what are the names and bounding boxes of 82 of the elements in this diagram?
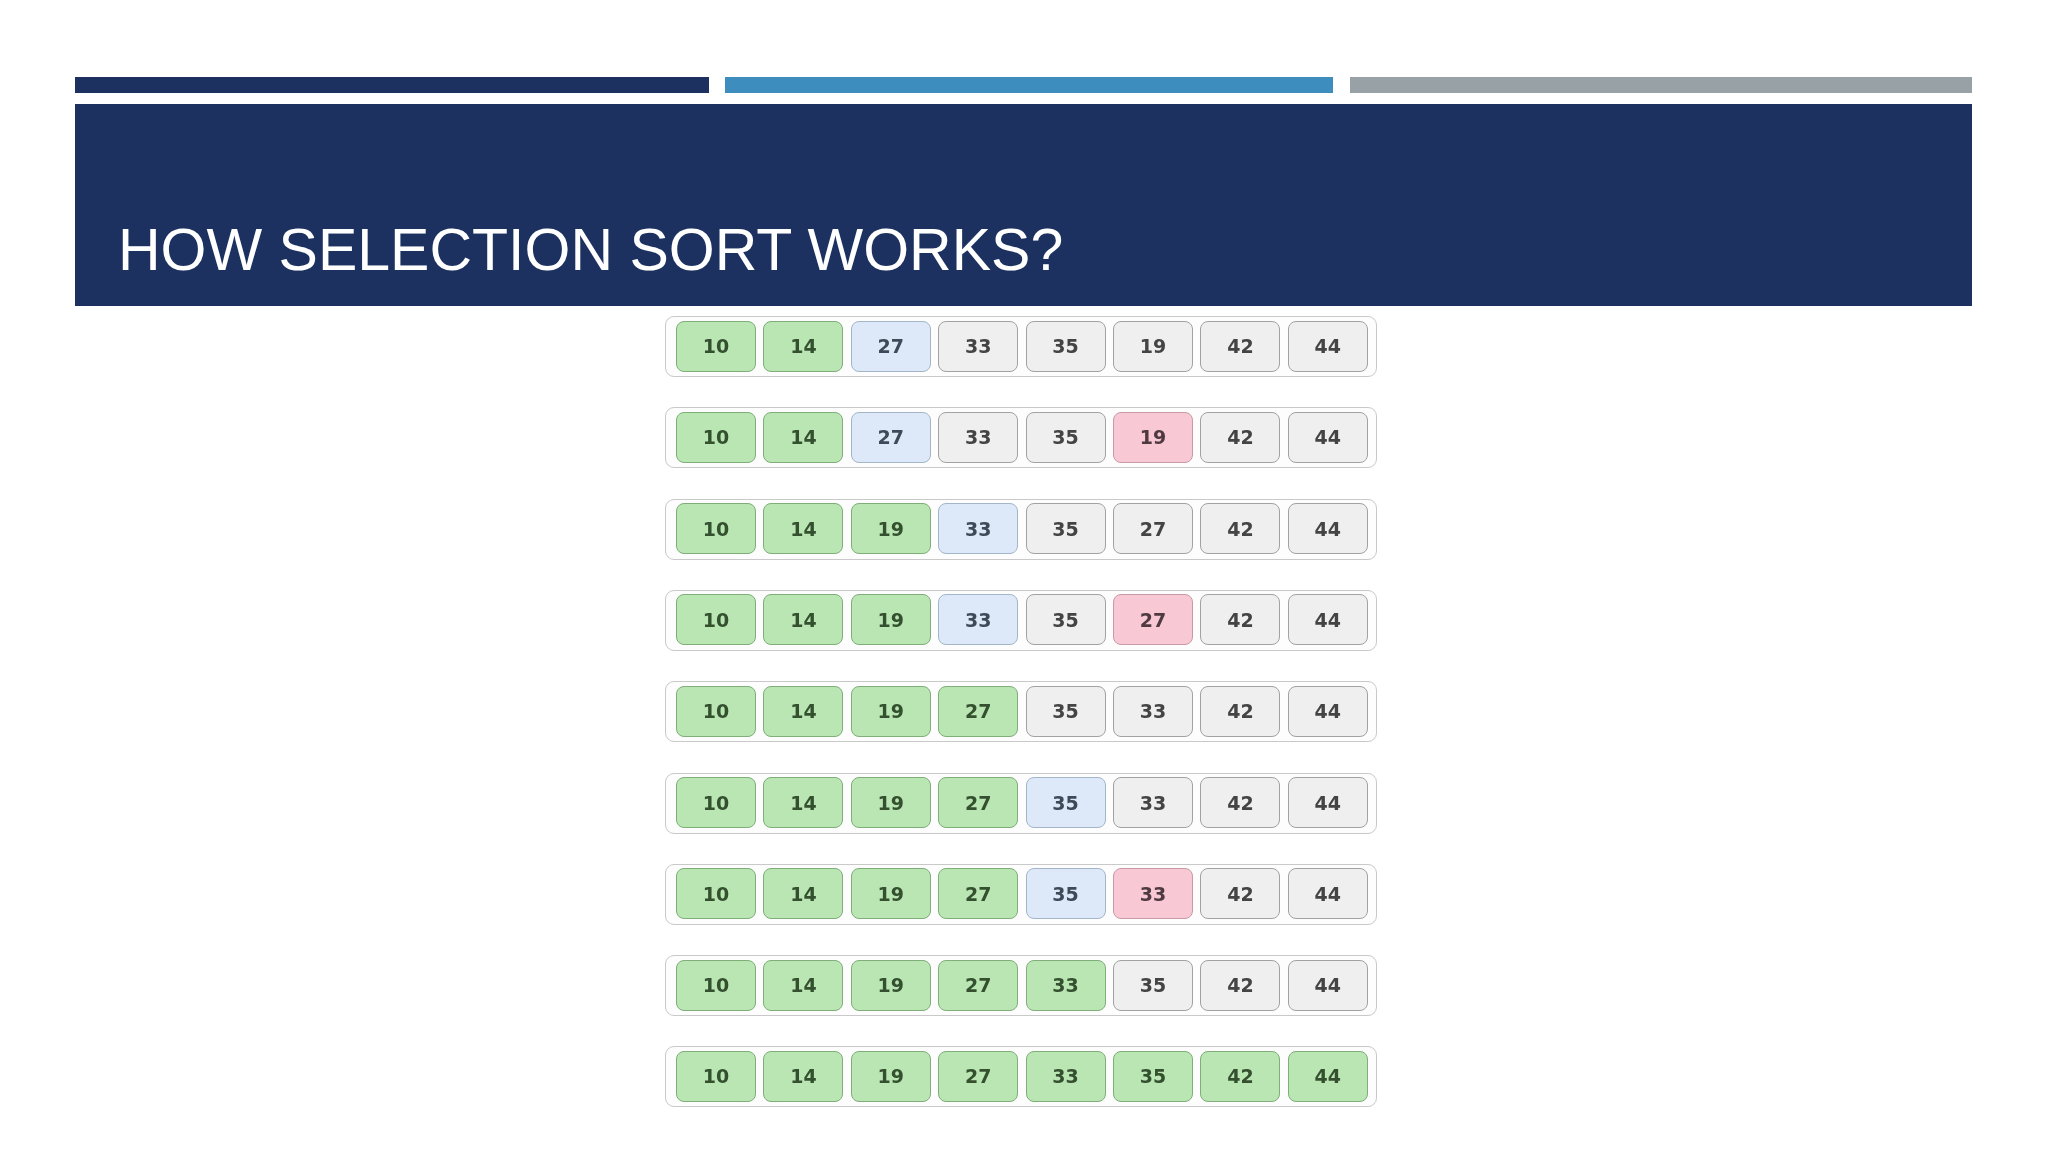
array-element: 42 bbox=[1200, 959, 1281, 1011]
array-element: 27 bbox=[938, 1050, 1019, 1102]
array-element: 35 bbox=[1025, 685, 1106, 737]
array-element: 19 bbox=[850, 503, 931, 555]
array-element: 44 bbox=[1287, 1050, 1368, 1102]
array-element: 19 bbox=[850, 777, 931, 828]
array-element: 14 bbox=[763, 959, 844, 1011]
array-element: 19 bbox=[850, 594, 931, 646]
array-element: 19 bbox=[850, 685, 931, 737]
array-row bbox=[665, 407, 1377, 469]
array-element: 44 bbox=[1287, 868, 1368, 920]
array-element: 35 bbox=[1113, 1050, 1193, 1102]
array-element: 19 bbox=[850, 959, 931, 1011]
array-element: 44 bbox=[1287, 411, 1368, 463]
array-element: 14 bbox=[763, 1050, 844, 1102]
array-element: 42 bbox=[1200, 411, 1281, 463]
array-element: 10 bbox=[676, 1050, 756, 1102]
slide-title: HOW SELECTION SORT WORKS? bbox=[118, 221, 1064, 280]
array-element: 27 bbox=[938, 685, 1019, 737]
array-element: 42 bbox=[1200, 1050, 1281, 1102]
array-element: 44 bbox=[1287, 959, 1368, 1011]
array-row bbox=[665, 772, 1377, 834]
array-element: 44 bbox=[1287, 320, 1368, 372]
array-element: 35 bbox=[1113, 959, 1193, 1011]
array-element: 10 bbox=[676, 503, 756, 555]
array-row bbox=[665, 681, 1377, 743]
array-element: 14 bbox=[763, 320, 844, 372]
array-element: 44 bbox=[1287, 685, 1368, 737]
array-row bbox=[665, 1046, 1377, 1108]
array-element: 10 bbox=[676, 777, 756, 828]
array-element: 42 bbox=[1200, 777, 1281, 828]
array-element: 14 bbox=[763, 868, 844, 920]
array-row bbox=[665, 955, 1377, 1017]
array-element: 33 bbox=[938, 411, 1019, 463]
array-element: 10 bbox=[676, 594, 756, 646]
array-element: 35 bbox=[1025, 411, 1106, 463]
array-element: 27 bbox=[850, 320, 931, 372]
array-row bbox=[665, 863, 1377, 925]
array-element: 35 bbox=[1025, 503, 1106, 555]
array-element: 35 bbox=[1025, 777, 1106, 828]
array-element: 33 bbox=[938, 320, 1019, 372]
array-element: 33 bbox=[938, 594, 1019, 646]
array-element: 27 bbox=[938, 959, 1019, 1011]
array-element: 14 bbox=[763, 411, 844, 463]
array-element: 10 bbox=[676, 868, 756, 920]
array-element: 19 bbox=[850, 1050, 931, 1102]
array-element: 10 bbox=[676, 320, 756, 372]
array-element: 42 bbox=[1200, 320, 1281, 372]
array-element: 35 bbox=[1025, 594, 1106, 646]
array-element: 33 bbox=[1113, 868, 1193, 920]
array-element: 27 bbox=[850, 411, 931, 463]
array-element: 33 bbox=[1113, 777, 1193, 828]
array-element: 35 bbox=[1025, 320, 1106, 372]
array-element: 14 bbox=[763, 503, 844, 555]
array-element: 14 bbox=[763, 594, 844, 646]
array-element: 42 bbox=[1200, 868, 1281, 920]
array-element: 33 bbox=[1025, 1050, 1106, 1102]
array-element: 10 bbox=[676, 685, 756, 737]
array-element: 14 bbox=[763, 777, 844, 828]
array-element: 14 bbox=[763, 685, 844, 737]
array-element: 44 bbox=[1287, 777, 1368, 828]
array-element: 44 bbox=[1287, 594, 1368, 646]
array-element: 27 bbox=[1113, 594, 1193, 646]
array-element: 19 bbox=[1113, 411, 1193, 463]
array-row bbox=[665, 589, 1377, 651]
array-element: 42 bbox=[1200, 503, 1281, 555]
array-element: 33 bbox=[1113, 685, 1193, 737]
array-element: 42 bbox=[1200, 685, 1281, 737]
array-element: 10 bbox=[676, 411, 756, 463]
array-element: 19 bbox=[850, 868, 931, 920]
array-element: 33 bbox=[1025, 959, 1106, 1011]
array-row bbox=[665, 316, 1377, 377]
array-element: 27 bbox=[938, 777, 1019, 828]
array-element: 35 bbox=[1025, 868, 1106, 920]
array-element: 42 bbox=[1200, 594, 1281, 646]
array-element: 33 bbox=[938, 503, 1019, 555]
array-element: 44 bbox=[1287, 503, 1368, 555]
array-element: 19 bbox=[1113, 320, 1193, 372]
array-element: 27 bbox=[938, 868, 1019, 920]
array-element: 27 bbox=[1113, 503, 1193, 555]
array-row bbox=[665, 498, 1377, 560]
array-element: 10 bbox=[676, 959, 756, 1011]
